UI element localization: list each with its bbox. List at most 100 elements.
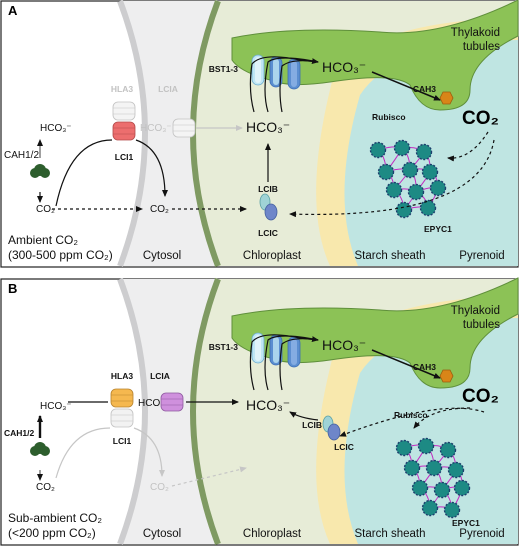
label-lcic: LCIC: [334, 442, 354, 452]
label-rubisco: Rubisco: [372, 112, 406, 122]
lci1-channel: [110, 408, 134, 428]
panel-b: B Sub-ambient CO₂(<200 ppm CO₂) Cytosol Chl…: [0, 277, 519, 546]
rubisco-body: [411, 479, 429, 497]
arrow-hco3-to-co2: [371, 349, 441, 379]
rubisco-complex: [411, 479, 429, 497]
co2-periplasm: CO₂: [36, 204, 55, 215]
co2-pyrenoid: CO₂: [462, 108, 499, 129]
label-thylakoid: Thylakoid: [451, 305, 500, 317]
label-cah12: CAH1/2: [4, 428, 35, 438]
label-starch-sheath: Starch sheath: [355, 528, 426, 540]
rubisco-body: [421, 163, 439, 181]
label-bst: BST1-3: [209, 64, 239, 74]
lcia-channel: [160, 392, 184, 412]
transporter-segment: [255, 335, 261, 361]
co2-pyrenoid: CO₂: [462, 386, 499, 407]
rubisco-body: [429, 179, 447, 197]
transporter-segment: [291, 339, 297, 365]
cah12-body: [30, 168, 40, 178]
rubisco-body: [369, 141, 387, 159]
bst1-transporter: [251, 54, 265, 86]
cah12-enzyme: [30, 164, 50, 178]
arrow-bst-loop: [264, 335, 319, 391]
label-tubules: tubules: [463, 319, 500, 331]
arrow-co2-grey-lcib: [171, 466, 247, 487]
co2-cytosol: CO₂: [150, 482, 169, 493]
label-cah3: CAH3: [413, 362, 436, 372]
rubisco-complex: [419, 199, 437, 217]
channel-body: [110, 388, 134, 408]
arrow-bst-into-thylakoid: [279, 58, 319, 113]
arrow-co2-lci1-grey: [55, 427, 111, 479]
rubisco-complex: [395, 439, 413, 457]
condition-line2: (300-500 ppm CO₂): [8, 248, 113, 262]
condition-line2: (<200 ppm CO₂): [8, 526, 96, 540]
lcic-body: [264, 203, 278, 221]
cah12-enzyme: [30, 442, 50, 456]
rubisco-complex: [439, 441, 457, 459]
label-chloroplast: Chloroplast: [243, 250, 302, 262]
rubisco-body: [393, 139, 411, 157]
rubisco-complex: [403, 459, 421, 477]
cah3-enzyme: [439, 369, 454, 383]
label-lci1: LCI1: [113, 436, 132, 446]
transporter-segment: [291, 61, 297, 87]
label-thylakoid: Thylakoid: [451, 27, 500, 39]
channel-body: [112, 101, 136, 121]
label-cytosol: Cytosol: [143, 528, 181, 540]
rubisco-body: [395, 439, 413, 457]
label-pyrenoid: Pyrenoid: [459, 250, 504, 262]
channel-body: [160, 392, 184, 412]
bst3-transporter: [287, 58, 301, 90]
rubisco-body: [415, 143, 433, 161]
label-lcib: LCIB: [258, 184, 278, 194]
rubisco-complex: [385, 181, 403, 199]
rubisco-complex: [453, 479, 471, 497]
panel-letter: A: [8, 3, 18, 18]
rubisco-complex: [407, 183, 425, 201]
label-lcia: LCIA: [150, 371, 170, 381]
pyrenoid: [344, 318, 518, 544]
chloroplast-envelope: [190, 277, 221, 546]
label-pyrenoid: Pyrenoid: [459, 528, 504, 540]
rubisco-body: [403, 459, 421, 477]
hco3-stroma: HCO₃⁻: [246, 397, 290, 413]
cah3-body: [439, 369, 454, 383]
condition-line1: Sub-ambient CO₂: [8, 511, 102, 525]
label-epyc1: EPYC1: [452, 518, 480, 528]
cah3-enzyme: [439, 91, 454, 105]
plasma-membrane: [117, 0, 148, 268]
label-starch-sheath: Starch sheath: [355, 250, 426, 262]
lcib-lcic-complex: [322, 415, 341, 441]
rubisco-body: [417, 437, 435, 455]
channel-body: [112, 121, 136, 141]
panel-letter: B: [8, 281, 17, 296]
arrow-lci1-grey: [133, 427, 165, 477]
cah12-body: [30, 446, 40, 456]
arrow-lci1-to-cyt: [135, 139, 168, 197]
rubisco-body: [443, 501, 461, 519]
label-chloroplast: Chloroplast: [243, 528, 302, 540]
label-hla3: HLA3: [111, 84, 133, 94]
rubisco-complex: [401, 161, 419, 179]
rubisco-body: [377, 163, 395, 181]
hco3-thylakoid: HCO₃⁻: [322, 59, 366, 75]
rubisco-complex: [393, 139, 411, 157]
label-cah12: CAH1/2: [4, 150, 39, 161]
label-lcia: LCIA: [158, 84, 178, 94]
arrow-co2-lci1-in: [55, 139, 113, 207]
rubisco-body: [407, 183, 425, 201]
co2-periplasm: CO₂: [36, 482, 55, 493]
hco3-periplasm: HCO₃⁻: [40, 123, 72, 134]
hco3-cytosol: HCO₃⁻: [140, 123, 172, 134]
hla3-transporter: [110, 388, 134, 408]
rubisco-body: [425, 459, 443, 477]
rubisco-complex: [447, 461, 465, 479]
label-lcib: LCIB: [302, 420, 322, 430]
label-cah3: CAH3: [413, 84, 436, 94]
rubisco-body: [401, 161, 419, 179]
rubisco-complex: [421, 163, 439, 181]
lcia-channel: [172, 118, 196, 138]
plasma-membrane: [117, 277, 148, 546]
